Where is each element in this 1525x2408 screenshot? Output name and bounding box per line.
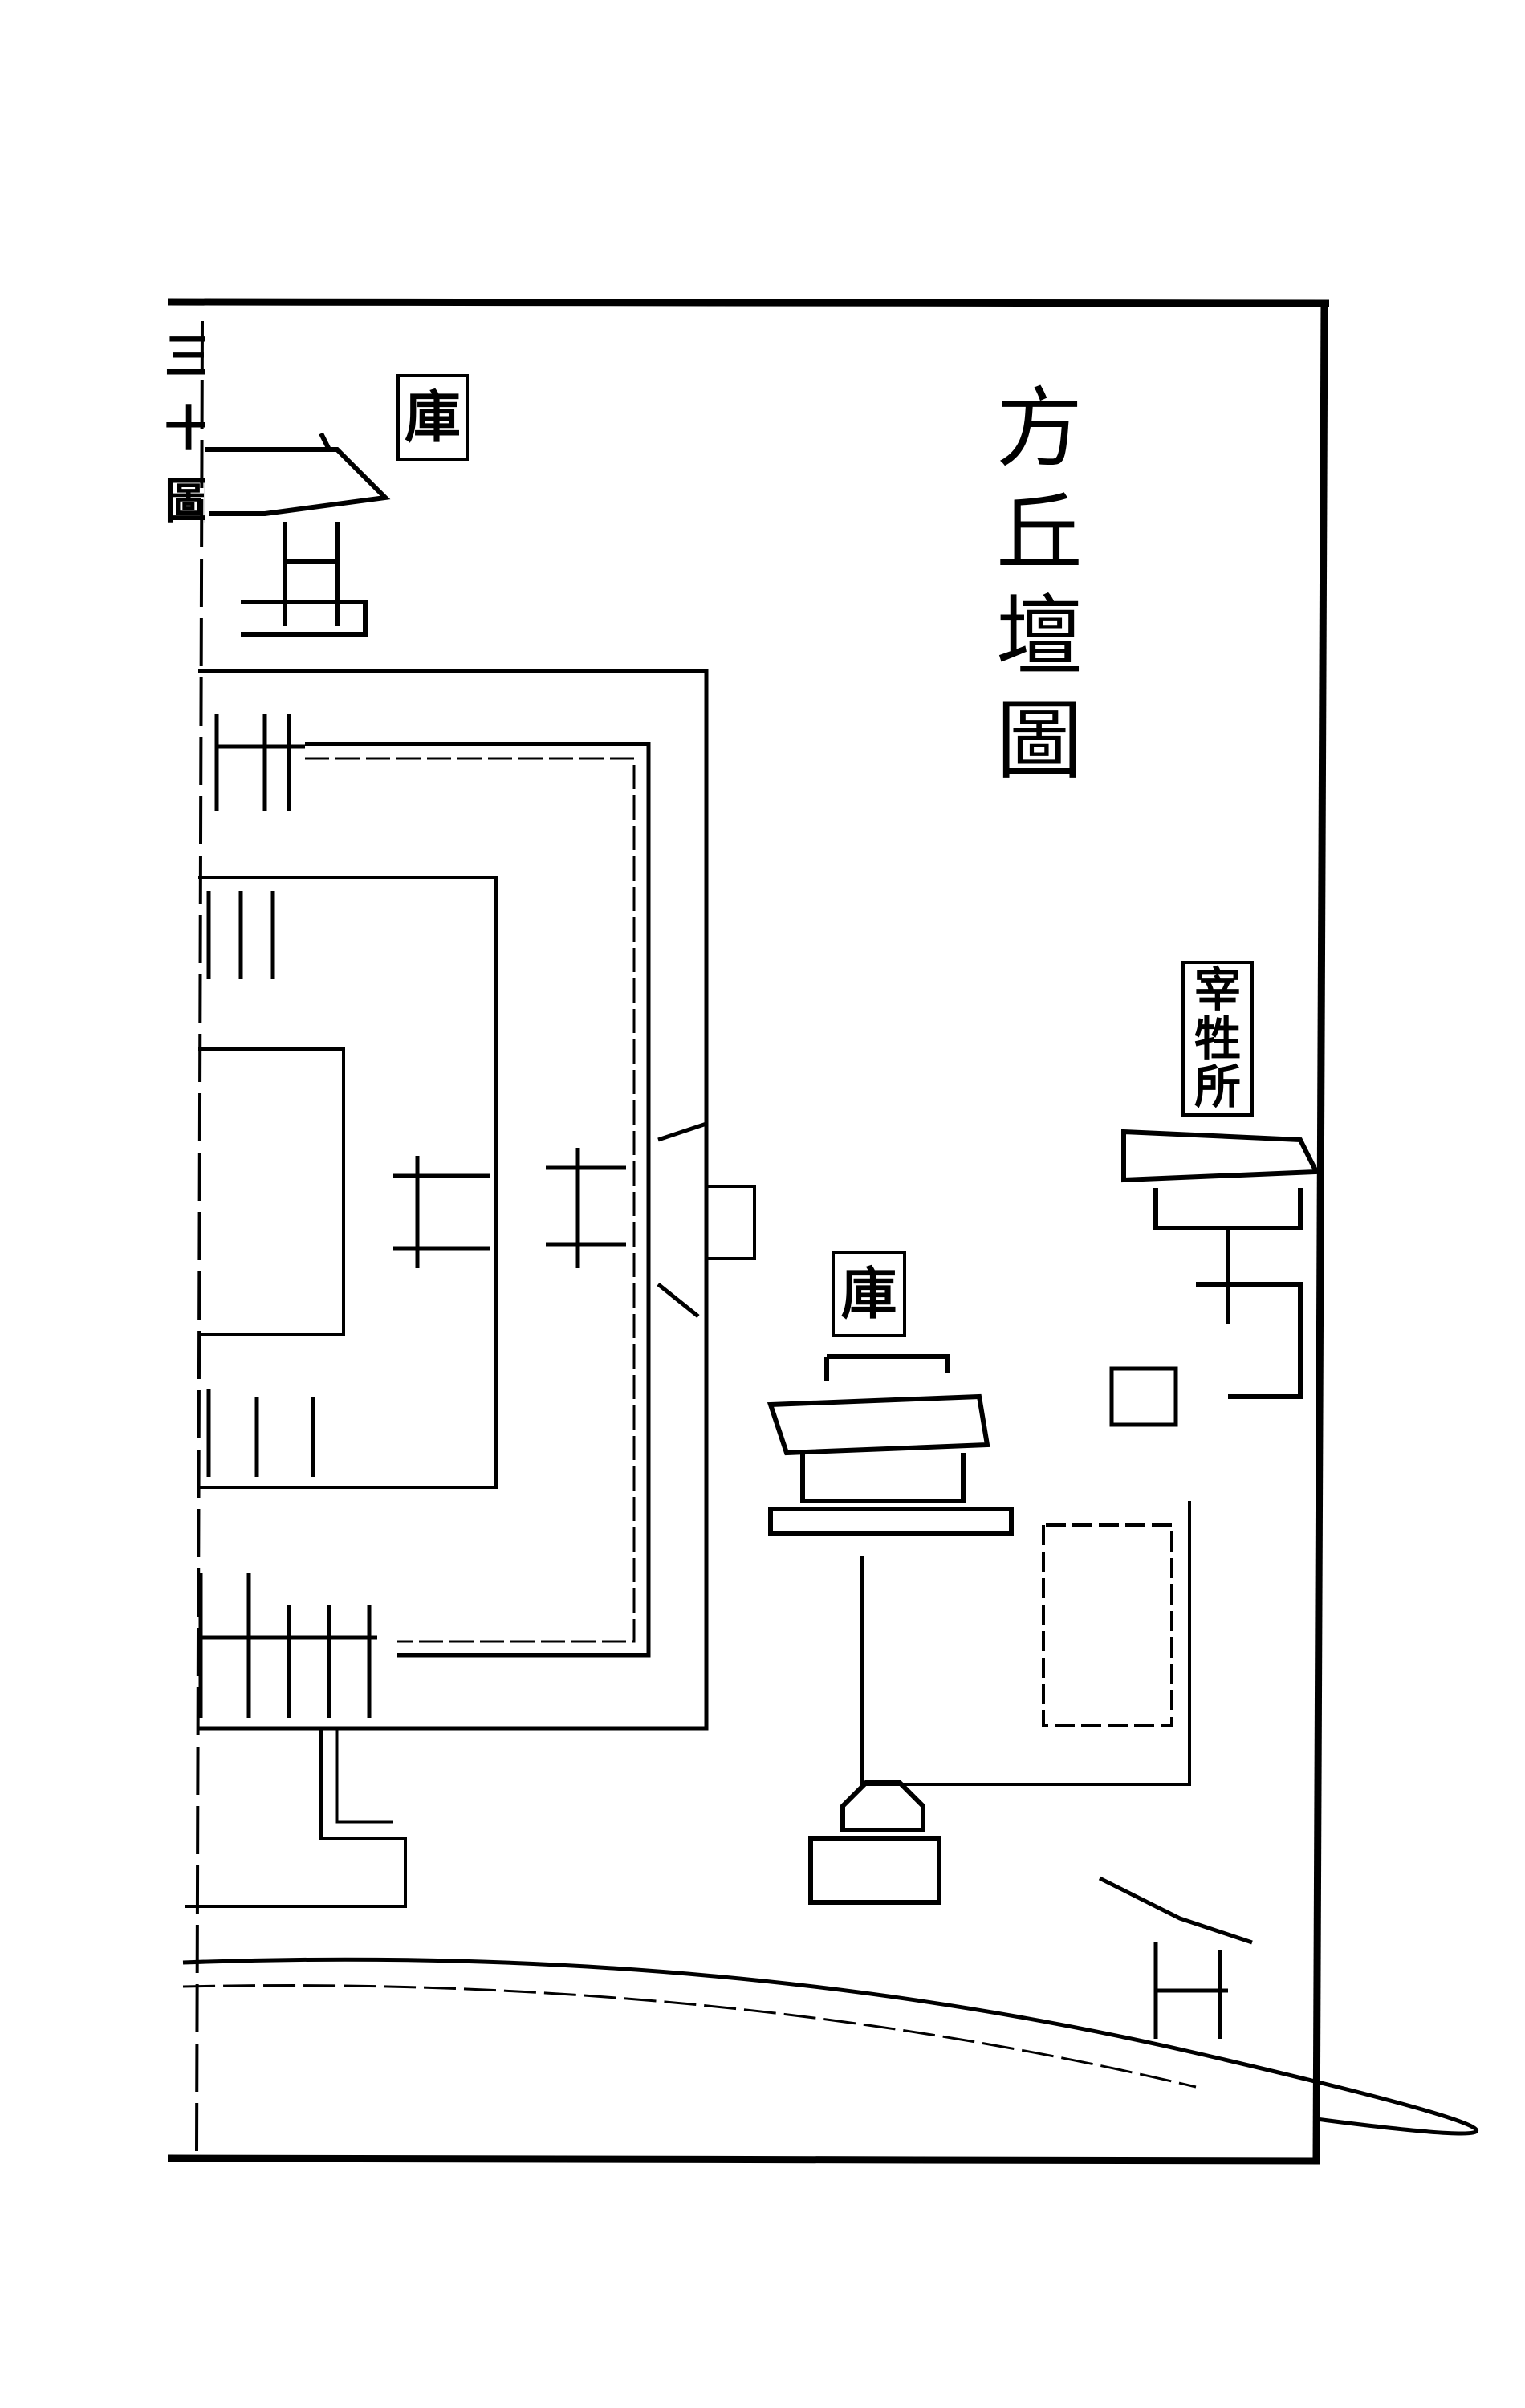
slaughter-house-building — [1121, 1129, 1320, 1399]
third-wall — [198, 876, 498, 1489]
small-pavilion — [1109, 1366, 1178, 1427]
south-path-inner — [336, 1728, 393, 1824]
title-char: 方 — [995, 379, 1083, 479]
lower-complex-wall — [860, 1501, 1191, 1786]
label-storehouse-middle: 庫 — [832, 1251, 906, 1337]
edge-text: 三 十 圖 — [165, 321, 205, 538]
south-path — [185, 1728, 407, 1908]
gate-posts — [393, 1121, 707, 1318]
outer-wall — [198, 669, 709, 1731]
label-char: 宰 — [1194, 962, 1241, 1017]
altar-square — [198, 1047, 345, 1336]
label-char: 庫 — [840, 1260, 897, 1328]
curved-road-inner — [182, 1984, 1197, 2089]
page-title: 方 丘 壇 圖 — [995, 377, 1084, 793]
frame-top — [167, 298, 1330, 307]
label-char: 庫 — [405, 384, 461, 451]
label-slaughter-house: 宰 牲 所 — [1181, 961, 1254, 1117]
curved-road — [182, 1957, 1479, 2136]
octagonal-altar — [808, 1780, 941, 1905]
frame-bottom — [167, 2154, 1321, 2165]
second-wall — [305, 742, 651, 1658]
edge-char: 三 — [165, 329, 205, 385]
lower-complex-inner — [1042, 1523, 1173, 1727]
second-wall-inner — [305, 757, 636, 1643]
title-char: 圖 — [995, 690, 1083, 791]
title-char: 壇 — [995, 587, 1083, 688]
label-char: 所 — [1194, 1060, 1241, 1115]
edge-char: 圖 — [165, 474, 205, 530]
label-char: 牲 — [1194, 1011, 1241, 1066]
corner-pavilion — [1098, 1876, 1253, 2039]
frame-left-inner — [195, 320, 204, 2152]
left-gate-structures — [198, 714, 377, 1718]
frame-right — [1312, 303, 1328, 2160]
east-gate — [706, 1185, 756, 1260]
storehouse-building-middle — [767, 1354, 1014, 1536]
label-storehouse-top: 庫 — [396, 374, 469, 461]
title-char: 丘 — [995, 482, 1083, 584]
storehouse-building-top — [205, 432, 391, 637]
edge-char: 十 — [165, 401, 205, 458]
